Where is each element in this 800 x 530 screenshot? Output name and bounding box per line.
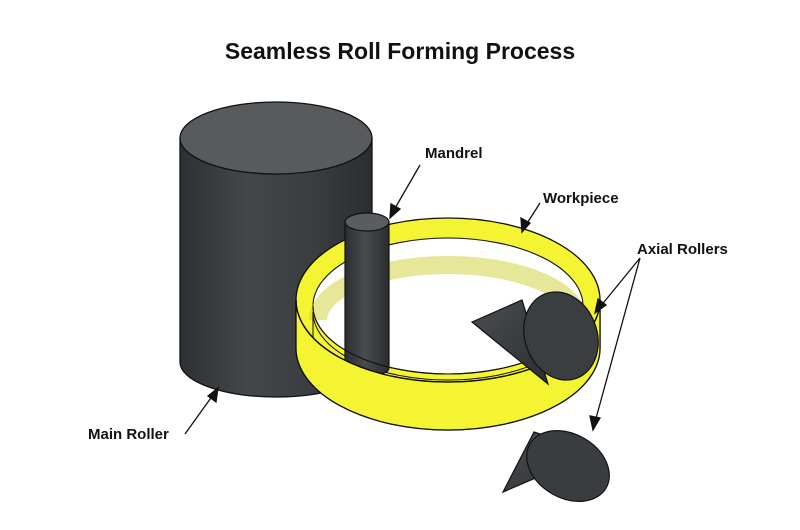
axial-rollers-label: Axial Rollers [637, 241, 728, 258]
leader-lines [184, 164, 641, 435]
mandrel-label: Mandrel [425, 145, 483, 162]
workpiece-label: Workpiece [543, 190, 619, 207]
diagram-title: Seamless Roll Forming Process [224, 38, 576, 64]
lower-axial-roller [501, 430, 610, 502]
upper-axial-roller [470, 291, 599, 386]
mandrel [344, 212, 390, 377]
main-roller-label: Main Roller [88, 426, 169, 443]
